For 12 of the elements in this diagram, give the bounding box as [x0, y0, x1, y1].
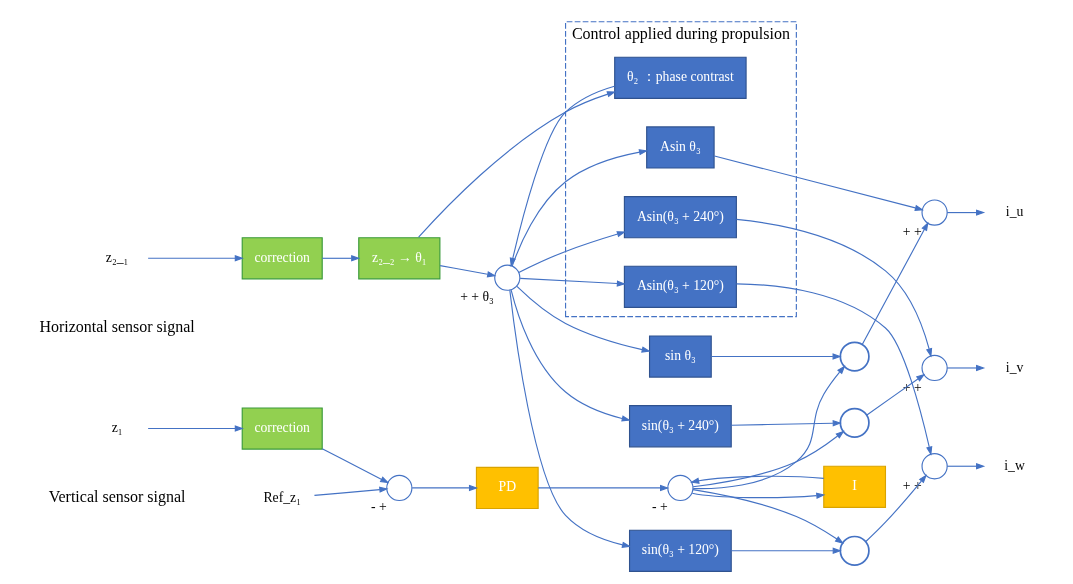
node-label: - +: [651, 499, 668, 515]
node-text: Ref_z₁: [262, 489, 301, 505]
node-text: z₁: [111, 420, 123, 436]
node-text: i_w: [1003, 457, 1025, 473]
node-label: + +: [902, 224, 922, 240]
node-label: + + θ₃: [459, 289, 494, 305]
node-text: i_u: [1005, 204, 1023, 220]
label: Vertical sensor signal: [48, 488, 185, 506]
node-text: z₂_₁: [105, 249, 128, 265]
label: Horizontal sensor signal: [38, 318, 195, 336]
node-label: - +: [370, 499, 387, 515]
node-text: i_v: [1005, 359, 1023, 375]
